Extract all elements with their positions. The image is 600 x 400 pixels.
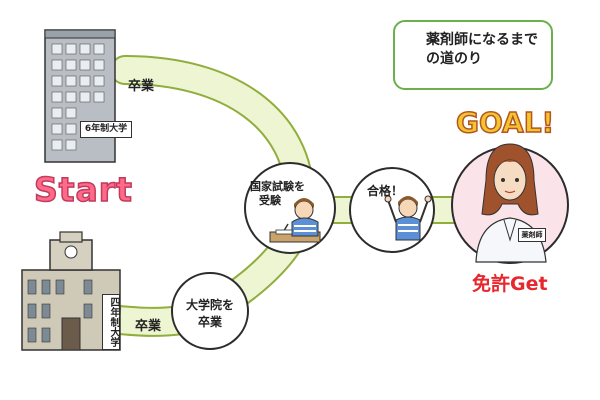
exam-line1: 国家試験を [250,180,305,193]
pharmacist-name-tag: 薬剤師 [518,228,546,242]
pass-stage [349,167,435,253]
title-box [393,20,553,90]
exam-stage [244,162,336,254]
license-get-label: 免許Get [472,273,548,295]
exam-line2: 受験 [259,194,281,207]
graduate-top-label: 卒業 [128,79,155,94]
goal-label: GOAL! [455,105,555,140]
start-label: Start [33,169,133,210]
pharmacist-figure [475,143,547,263]
goal-stage [451,143,569,264]
grad-school-stage [171,272,249,350]
pass-label: 合格！ [367,184,404,198]
page-title: 薬剤師になるまでの道のり [426,32,538,67]
grad-school-line1: 大学院を [185,298,234,312]
four-year-university-sign: 四年制大学 [102,294,120,350]
grad-school-line2: 卒業 [197,315,222,329]
six-year-university-building [44,29,116,163]
student-studying-figure [269,198,321,243]
student-cheering-figure [384,195,432,241]
six-year-university-sign: 6年制大学 [80,121,132,138]
graduate-bottom-label: 卒業 [135,319,162,334]
